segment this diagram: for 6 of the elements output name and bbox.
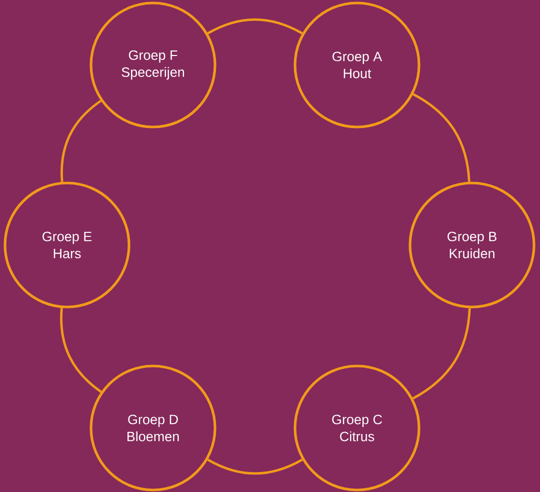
ring-arc <box>60 100 102 182</box>
ring-arc <box>412 308 471 400</box>
ring-arc <box>412 93 470 182</box>
ring-arc <box>207 458 303 475</box>
ring-arc <box>60 308 102 393</box>
ring-arc <box>207 18 303 34</box>
